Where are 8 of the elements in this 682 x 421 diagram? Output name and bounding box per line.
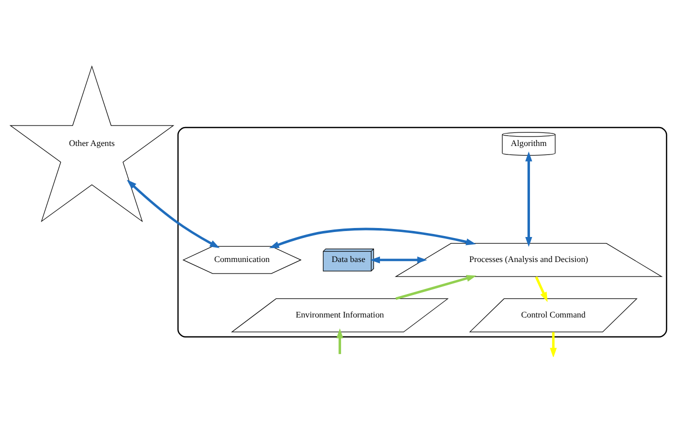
arrow	[550, 332, 557, 357]
arrow	[370, 256, 428, 264]
arrow	[269, 228, 476, 248]
arrow	[395, 274, 476, 300]
arrow	[336, 328, 344, 354]
arrow	[126, 180, 220, 248]
arrow	[525, 152, 532, 247]
arrow	[535, 276, 548, 302]
